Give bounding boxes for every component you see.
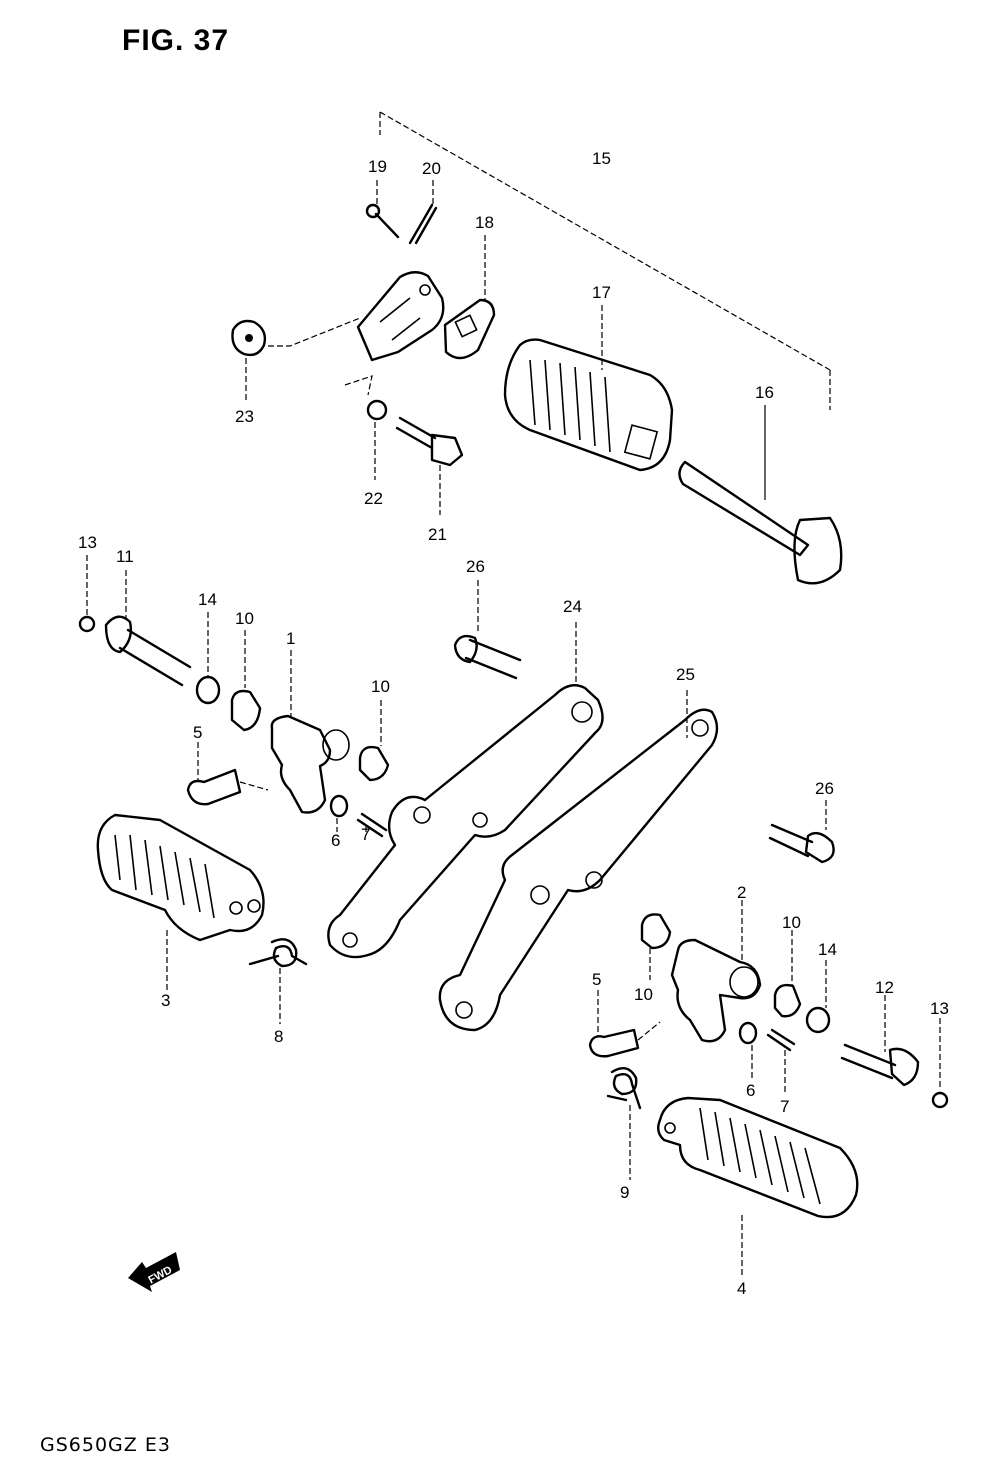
bolt-21 — [395, 416, 464, 515]
callout-6-right: 6 — [746, 1081, 755, 1100]
callout-21: 21 — [428, 525, 447, 544]
bolt-19 — [365, 180, 400, 239]
callout-25: 25 — [676, 665, 695, 684]
footrest-rubber-17 — [503, 305, 674, 472]
callout-10-right-a: 10 — [634, 985, 653, 1004]
bushing-10-left-b — [358, 700, 390, 782]
bolt-26-right — [768, 800, 835, 864]
washer-22 — [344, 375, 388, 480]
callout-2: 2 — [737, 883, 746, 902]
callout-12: 12 — [875, 978, 894, 997]
forward-arrow-icon: FWD — [128, 1252, 180, 1292]
callout-7-left: 7 — [361, 825, 370, 844]
footrest-3 — [96, 813, 265, 990]
footrest-4 — [657, 1096, 859, 1275]
cotter-7-right — [766, 1028, 796, 1094]
callout-24: 24 — [563, 597, 582, 616]
callout-6-left: 6 — [331, 831, 340, 850]
bushing-10-right-a — [640, 913, 672, 980]
bolt-12 — [840, 995, 920, 1087]
callout-5-left: 5 — [193, 723, 202, 742]
callout-22: 22 — [364, 489, 383, 508]
cotter-pin-20 — [408, 180, 438, 245]
nut-13-right — [931, 1018, 949, 1109]
callout-5-right: 5 — [592, 970, 601, 989]
callout-10-left-b: 10 — [371, 677, 390, 696]
pin-5-right — [588, 990, 661, 1058]
bushing-10-left-a — [230, 630, 262, 732]
callout-26-top: 26 — [466, 557, 485, 576]
pin-5-left — [186, 742, 269, 806]
callout-1: 1 — [286, 629, 295, 648]
callout-14-left: 14 — [198, 590, 217, 609]
callout-13-right: 13 — [930, 999, 949, 1018]
footrest-pin-16 — [678, 405, 843, 585]
bracket-2 — [670, 900, 762, 1043]
callout-17: 17 — [592, 283, 611, 302]
washer-6-left — [329, 794, 349, 832]
bolt-26-top — [453, 580, 522, 680]
callout-26-right: 26 — [815, 779, 834, 798]
spring-8 — [248, 938, 308, 1024]
callout-16: 16 — [755, 383, 774, 402]
rear-bracket — [356, 271, 445, 362]
callout-19: 19 — [368, 157, 387, 176]
assembly-15-bracket — [379, 111, 831, 410]
callout-9: 9 — [620, 1183, 629, 1202]
plate-18 — [443, 235, 496, 360]
callout-10-right-b: 10 — [782, 913, 801, 932]
callout-23: 23 — [235, 407, 254, 426]
callout-14-right: 14 — [818, 940, 837, 959]
bolt-11 — [104, 570, 192, 687]
washer-14-right — [805, 960, 831, 1034]
nut-13-left — [78, 555, 96, 633]
bushing-10-right-b — [773, 930, 802, 1018]
washer-6-right — [738, 1021, 758, 1080]
cotter-7-left — [356, 812, 388, 838]
callout-11: 11 — [116, 547, 134, 566]
callout-7-right: 7 — [780, 1097, 789, 1116]
bracket-1 — [270, 650, 350, 814]
collar-23 — [231, 317, 361, 400]
bracket-plate-24 — [327, 622, 604, 959]
figure-title: FIG. 37 — [122, 24, 230, 57]
model-code: GS650GZ E3 — [40, 1434, 171, 1456]
callout-10-left-a: 10 — [235, 609, 254, 628]
callout-13-left: 13 — [78, 533, 97, 552]
callout-3: 3 — [161, 991, 170, 1010]
callout-20: 20 — [422, 159, 441, 178]
bracket-plate-25 — [438, 690, 719, 1032]
callout-8: 8 — [274, 1027, 283, 1046]
washer-14-left — [195, 612, 221, 705]
callout-labels: 15 19 20 18 17 16 23 22 21 13 11 14 10 1… — [78, 149, 949, 1298]
callout-18: 18 — [475, 213, 494, 232]
callout-4: 4 — [737, 1279, 746, 1298]
spring-9 — [606, 1066, 642, 1180]
callout-15: 15 — [592, 149, 611, 168]
